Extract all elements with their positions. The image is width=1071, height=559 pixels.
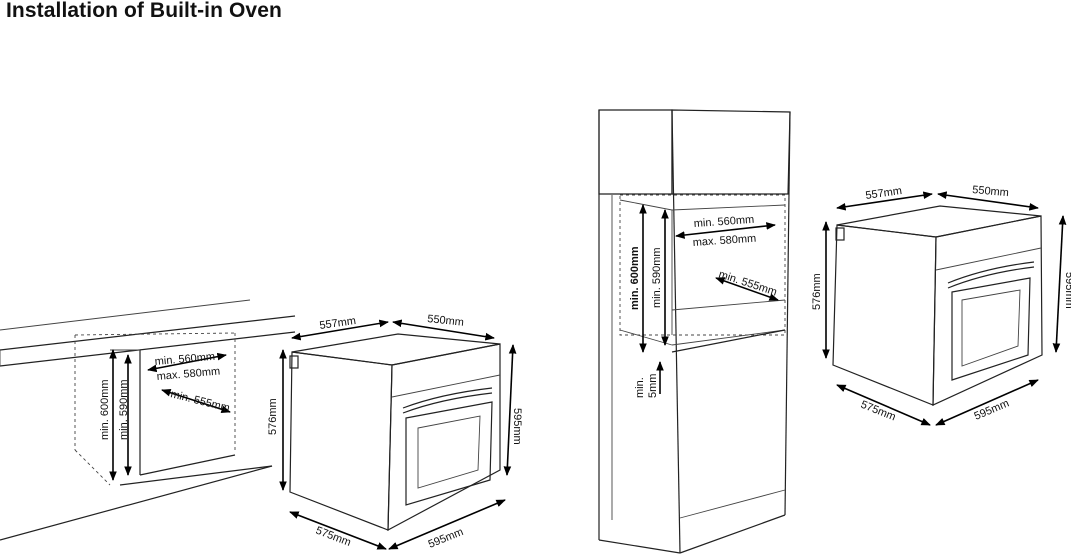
oven-left-depth-top-label: 557mm (319, 315, 357, 332)
oven-left-depth-body-label: 550mm (427, 313, 465, 329)
under-counter-width-max-label: max. 580mm (156, 365, 220, 382)
under-counter-width-min-label: min. 560mm (154, 351, 215, 368)
under-counter-cabinet (0, 299, 296, 541)
dim-line (836, 191, 933, 211)
oven-left-height-front-label: 595mm (511, 408, 523, 445)
tall-unit-gap-label-line2: 5mm (647, 374, 659, 398)
dim-line (836, 384, 931, 426)
tall-unit-cutout-height-label: min. 600mm (629, 246, 641, 310)
under-counter-oven-height-label: min. 590mm (118, 379, 130, 440)
oven-right-depth-top-label: 557mm (865, 185, 903, 202)
dim-line (503, 344, 517, 476)
tall-unit-width-min-label: min. 560mm (693, 214, 754, 230)
dim-line (715, 277, 779, 301)
dim-line (289, 511, 387, 550)
dim-line (937, 191, 1039, 211)
oven-right-height-body-label: 576mm (811, 273, 823, 310)
tall-unit-dimensions: min. 600mm min. 590mm min. 560mm max. 58… (629, 204, 779, 398)
page-title: Installation of Built-in Oven (6, 0, 282, 22)
dim-line (291, 319, 389, 341)
dim-line (147, 352, 227, 373)
dim-line (161, 389, 231, 413)
dim-line (935, 379, 1039, 426)
oven-left (289, 333, 501, 532)
under-counter-cutout-height-label: min. 600mm (99, 379, 111, 440)
tall-unit-gap-label-line1: min. (634, 377, 646, 398)
tall-unit-oven-height-label: min. 590mm (651, 247, 663, 308)
oven-left-dimensions: 557mm 550mm 576mm 595mm 575mm 595mm (267, 313, 523, 551)
oven-right (832, 205, 1043, 406)
oven-right-dimensions: 557mm 550mm 576mm 595mm 575mm 595mm (811, 184, 1071, 426)
dim-line (1052, 215, 1067, 353)
dim-line (388, 499, 506, 550)
tall-unit-cabinet (598, 109, 791, 554)
oven-right-depth-body-label: 550mm (972, 184, 1010, 199)
oven-right-height-front-label: 595mm (1063, 272, 1071, 309)
under-counter-depth-label: min. 555mm (169, 388, 231, 414)
oven-left-height-body-label: 576mm (267, 398, 279, 435)
dim-line (392, 319, 495, 341)
dim-line (675, 222, 776, 239)
tall-unit-depth-label: min. 555mm (717, 268, 778, 298)
oven-left-width-front-label: 595mm (427, 526, 466, 551)
tall-unit-width-max-label: max. 580mm (692, 233, 756, 249)
